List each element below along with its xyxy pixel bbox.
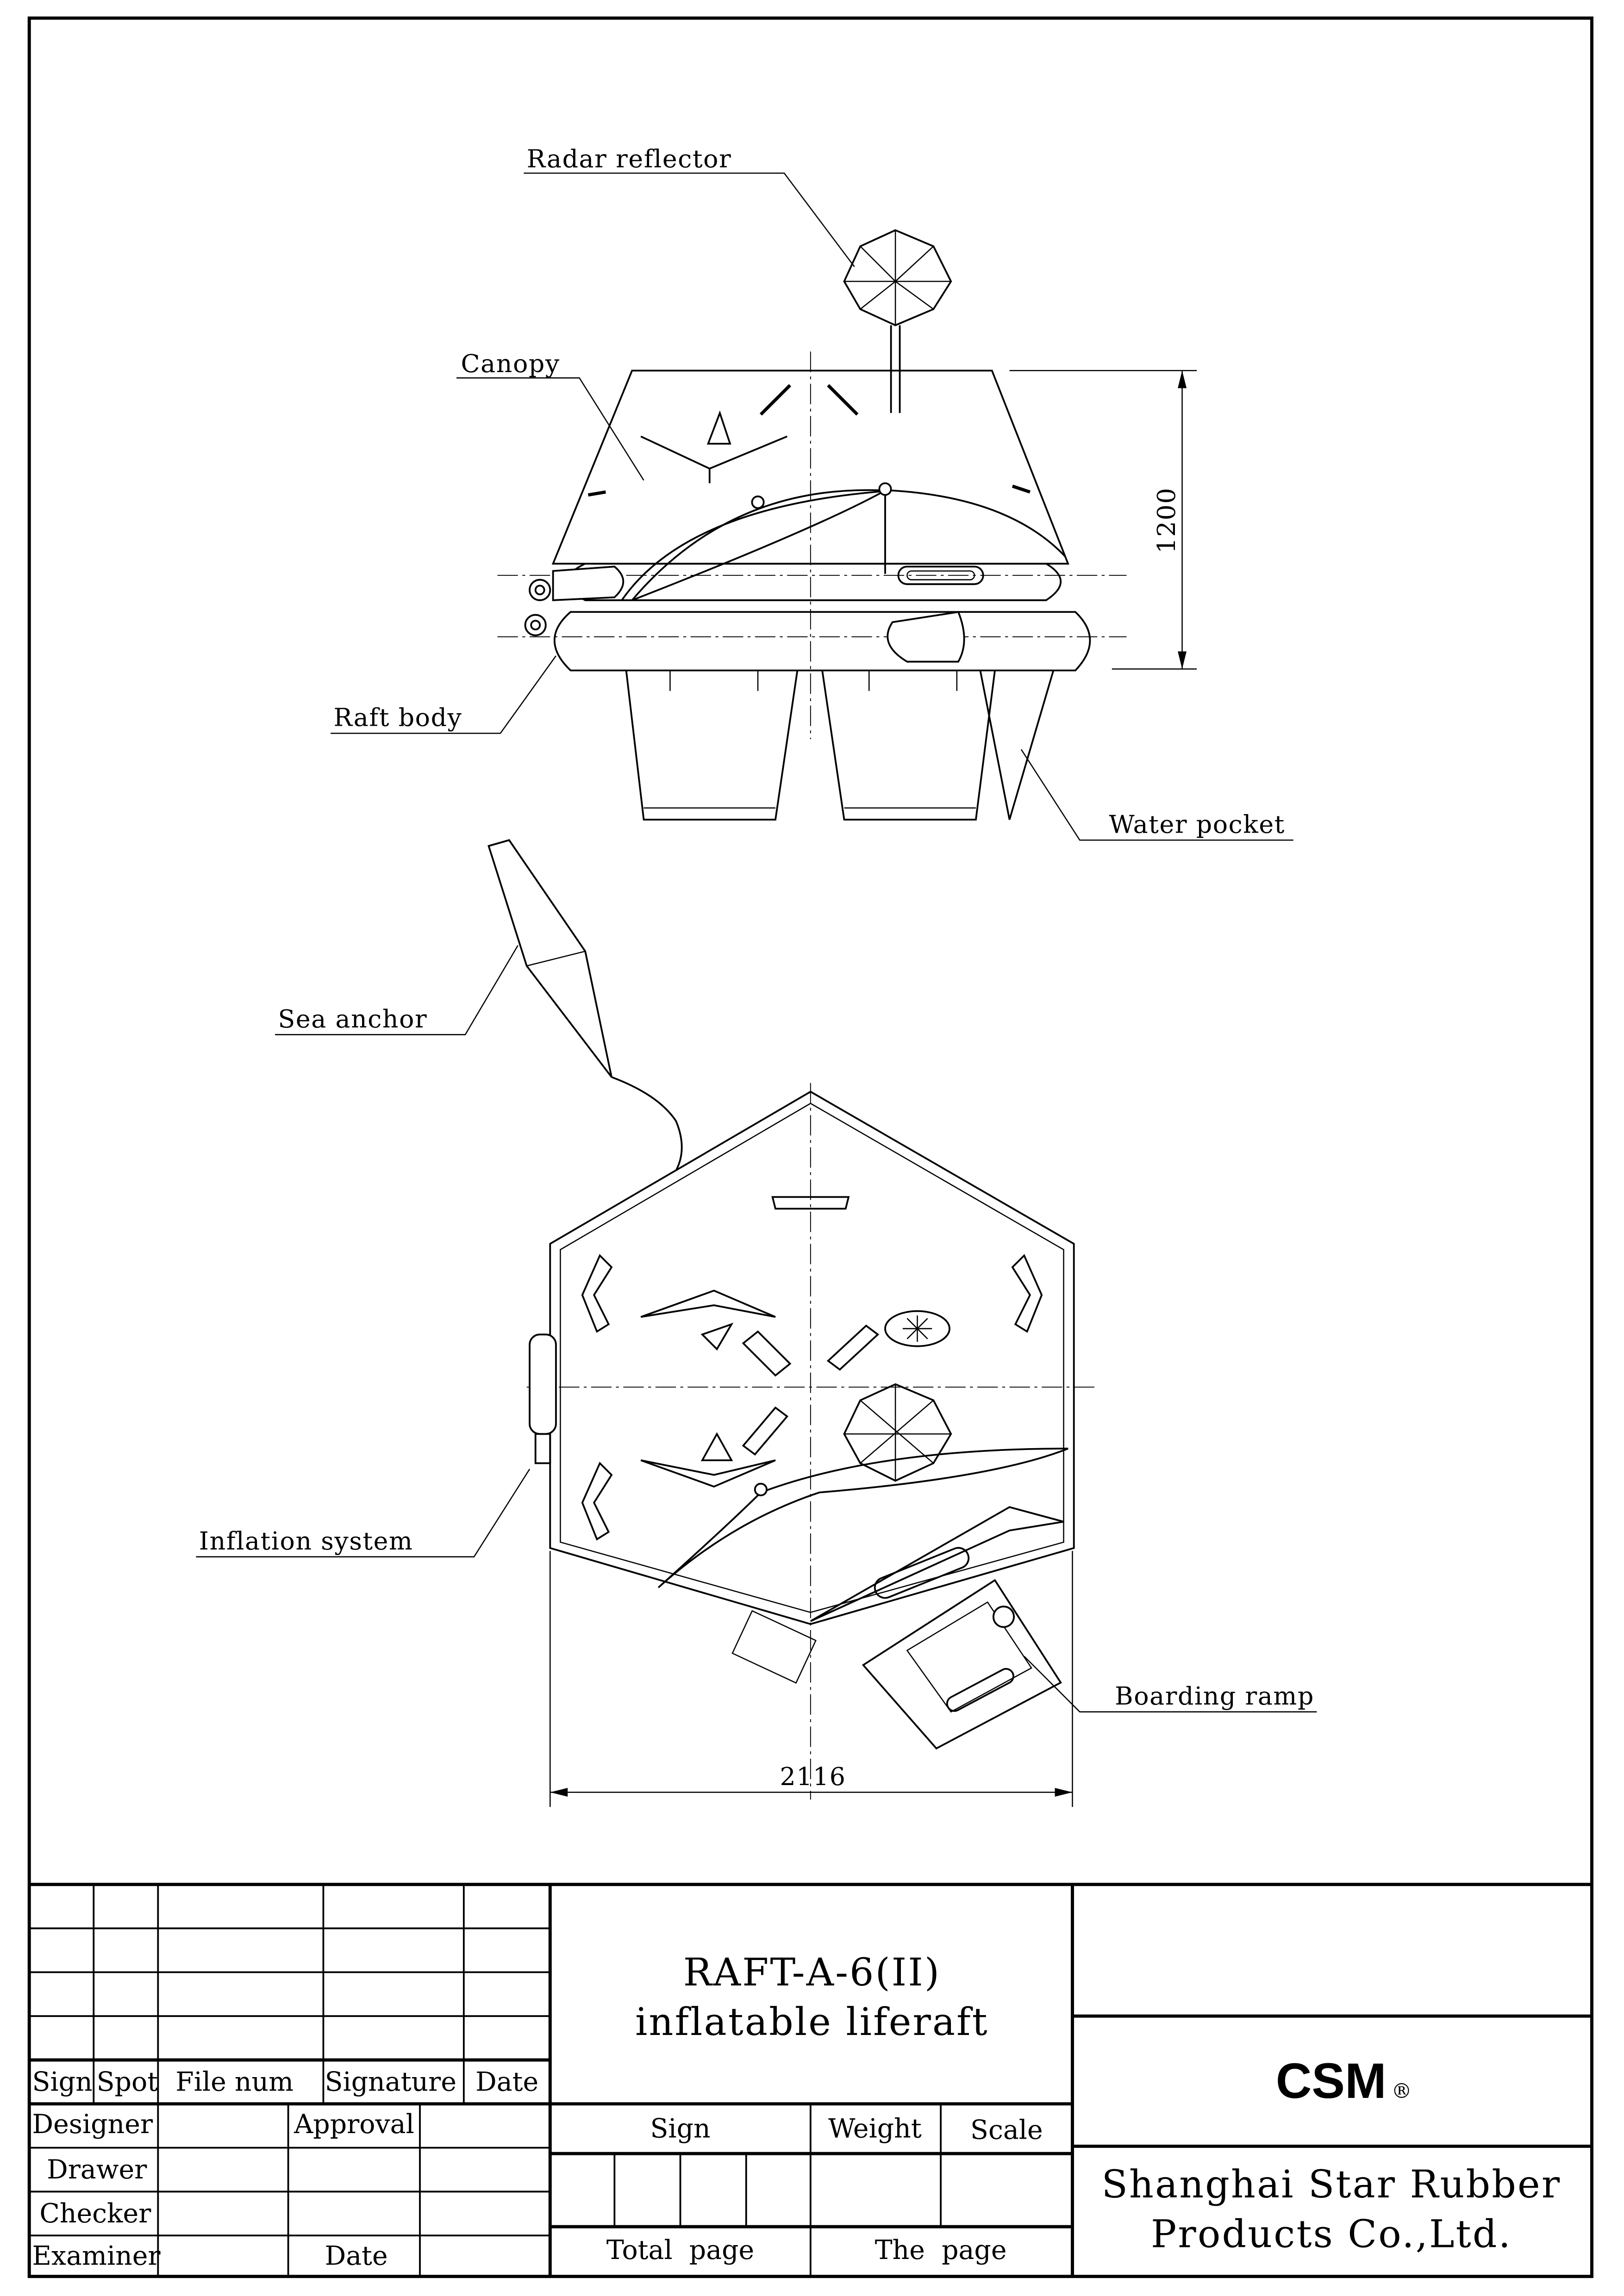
drawing-title-code: RAFT-A-6(II) (683, 1951, 941, 1995)
raft-hexagon-inner (560, 1102, 1064, 1613)
inflation-cylinder (529, 1333, 557, 1435)
header-signature: Signature (325, 2066, 456, 2097)
water-pocket-1 (625, 670, 799, 821)
role-examiner: Examiner (32, 2240, 161, 2271)
sheet-border (27, 16, 1593, 2278)
label-raft-body: Raft body (334, 703, 462, 732)
role-drawer: Drawer (47, 2154, 147, 2185)
upper-tube (566, 563, 1062, 601)
header-sign: Sign (32, 2066, 93, 2097)
header-file-num: File num (175, 2066, 294, 2097)
header-date: Date (475, 2066, 538, 2097)
company-name-line1: Shanghai Star Rubber (1102, 2163, 1562, 2207)
width-dimension: 2116 (780, 1762, 846, 1791)
sign-label: Sign (650, 2113, 710, 2144)
company-logo: CSM (1276, 2053, 1387, 2109)
title-block (29, 1883, 1592, 2277)
drawing-title-name: inflatable liferaft (635, 2000, 989, 2044)
height-dimension: 1200 (1152, 487, 1181, 554)
approval-label: Approval (294, 2109, 414, 2140)
canopy-arch (640, 436, 788, 484)
boarding-ramp (862, 1579, 1062, 1750)
radar-reflector-plan (843, 1383, 952, 1482)
role-checker: Checker (39, 2198, 151, 2229)
arch-tube (621, 490, 1066, 601)
label-radar-reflector: Radar reflector (527, 144, 732, 173)
plan-view: 2116 (487, 839, 1098, 1807)
weight-label: Weight (828, 2113, 922, 2144)
label-water-pocket: Water pocket (1109, 809, 1285, 839)
company-name-line2: Products Co.,Ltd. (1151, 2213, 1512, 2257)
label-boarding-ramp: Boarding ramp (1115, 1681, 1314, 1711)
date-label: Date (325, 2240, 388, 2271)
role-designer: Designer (32, 2109, 153, 2140)
label-canopy: Canopy (461, 349, 560, 378)
header-spot: Spot (97, 2066, 158, 2097)
scale-label: Scale (970, 2115, 1043, 2146)
light-icon (884, 1310, 950, 1347)
lower-tube (554, 611, 1091, 672)
label-inflation-system: Inflation system (199, 1526, 413, 1556)
total-page-label: Total page (606, 2235, 754, 2265)
the-page-label: The page (875, 2235, 1007, 2265)
raft-hexagon-outer (549, 1090, 1075, 1625)
water-pocket-2 (821, 670, 996, 821)
canopy-outline (551, 369, 1069, 565)
sea-anchor (487, 839, 683, 1171)
radar-reflector (843, 229, 952, 413)
water-pocket-3 (979, 670, 1055, 820)
elevation-view: 1200 (497, 229, 1197, 821)
registered-mark: ® (1392, 2079, 1412, 2103)
handle (897, 566, 984, 585)
label-sea-anchor: Sea anchor (278, 1004, 427, 1033)
